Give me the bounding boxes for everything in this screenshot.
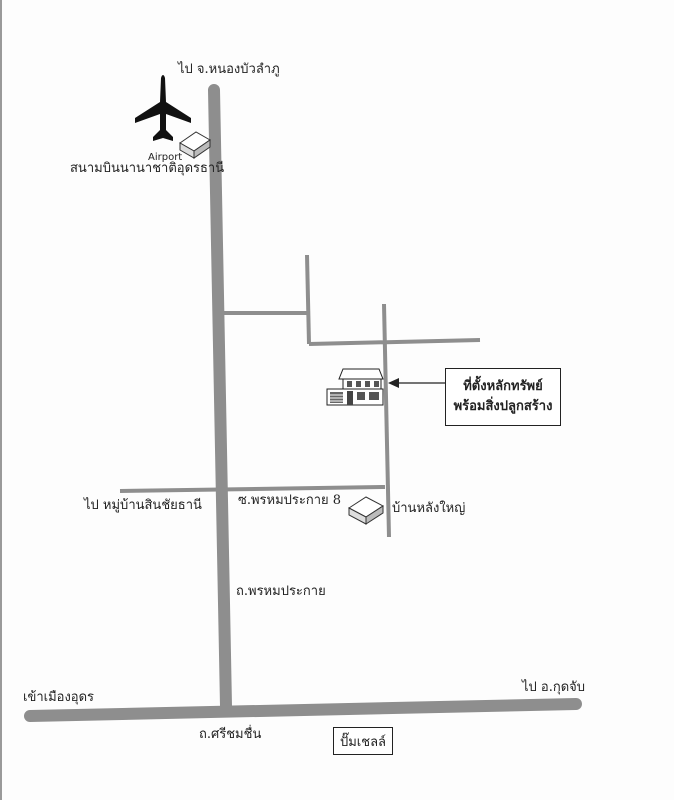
label-north-to: ไป จ.หนองบัวลำภู	[178, 62, 280, 77]
target-line-2: พร้อมสิ่งปลูกสร้าง	[453, 399, 553, 414]
house-icon	[326, 368, 384, 406]
airport-building-icon	[179, 131, 211, 159]
label-bottom-road: ถ.ศรีชมชื่น	[199, 727, 262, 742]
road-bottom-horizontal	[24, 698, 582, 722]
label-soi: ซ.พรหมประกาย 8	[238, 493, 342, 508]
label-airport-en: Airport	[148, 152, 183, 163]
target-callout: ที่ตั้งหลักทรัพย์ พร้อมสิ่งปลูกสร้าง	[445, 368, 561, 426]
airplane-icon	[135, 75, 191, 141]
page-edge	[0, 0, 2, 800]
road-soi-8	[119, 485, 386, 493]
label-city-in: เข้าเมืองอุดร	[23, 690, 95, 705]
label-east-to: ไป อ.กุดจับ	[522, 680, 586, 695]
label-airport-th: สนามบินนานาชาติอุดรธานี	[70, 161, 225, 176]
label-gas-station: ปั๊มเชลล์	[339, 734, 387, 750]
road-upper-branch-vertical	[305, 254, 311, 345]
label-main-road: ถ.พรหมประกาย	[236, 584, 326, 599]
road-main-vertical	[208, 84, 232, 712]
target-line-1: ที่ตั้งหลักทรัพย์	[463, 379, 543, 394]
gas-station-box: ปั๊มเชลล์	[333, 727, 393, 755]
label-landmark-house: บ้านหลังใหญ่	[392, 501, 466, 516]
road-upper-branch-east	[308, 338, 481, 346]
label-west-to: ไป หมู่บ้านสินชัยธานี	[84, 498, 202, 513]
road-soi-vertical	[382, 303, 391, 538]
arrow-left-icon	[388, 378, 445, 388]
landmark-building-icon	[348, 496, 384, 525]
